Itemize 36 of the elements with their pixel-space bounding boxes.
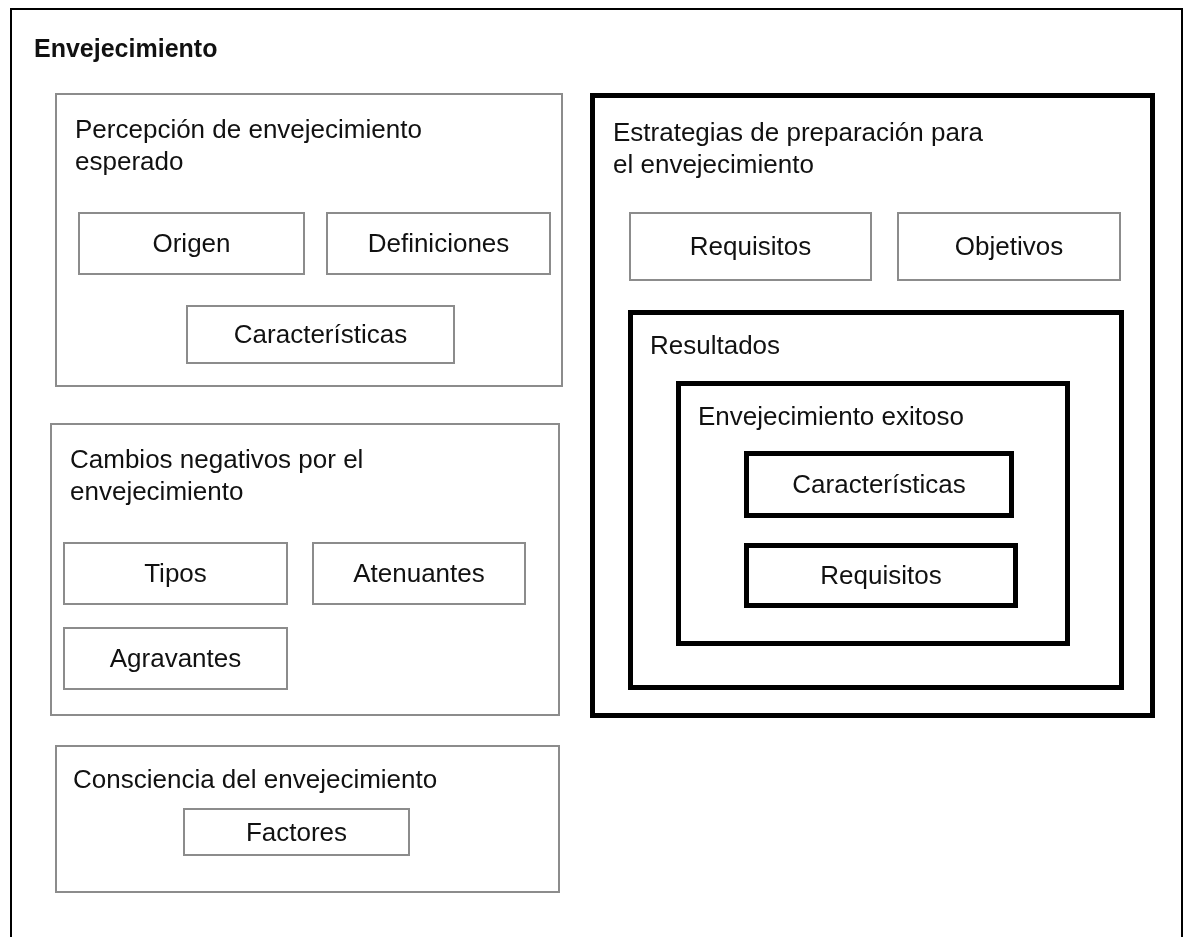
topic-label: Requisitos [689,231,812,262]
group-box [50,423,560,716]
group-box [676,381,1070,646]
topic-box [186,305,455,364]
topic-label: Requisitos [820,560,942,591]
group-heading: Percepción de envejecimiento esperado [75,113,423,177]
topic-label: Definiciones [367,228,510,259]
topic-box [897,212,1121,281]
topic-label: Objetivos [954,231,1064,262]
topic-label: Características [792,469,966,500]
group-box [55,93,563,387]
topic-box [183,808,410,856]
group-heading: Estrategias de preparación para el envejecimiento [613,116,984,180]
topic-label: Origen [152,228,231,259]
group-heading: Envejecimiento exitoso [698,400,964,432]
group-heading: Resultados [650,329,781,361]
topic-box [78,212,305,275]
topic-box [744,543,1018,608]
topic-box [326,212,551,275]
topic-label: Factores [245,816,348,848]
topic-label: Características [233,319,408,350]
topic-label: Tipos [144,558,207,589]
topic-box [63,627,288,690]
group-box [628,310,1124,690]
group-heading: Consciencia del envejecimiento [73,763,438,795]
group-heading: Envejecimiento [34,33,218,64]
topic-box [744,451,1014,518]
topic-label: Atenuantes [353,558,485,589]
topic-box [312,542,526,605]
topic-label: Agravantes [109,643,242,674]
group-box [55,745,560,893]
group-heading: Cambios negativos por el envejecimiento [70,443,365,507]
group-box [10,8,1183,937]
topic-box [629,212,872,281]
group-box [590,93,1155,718]
topic-box [63,542,288,605]
